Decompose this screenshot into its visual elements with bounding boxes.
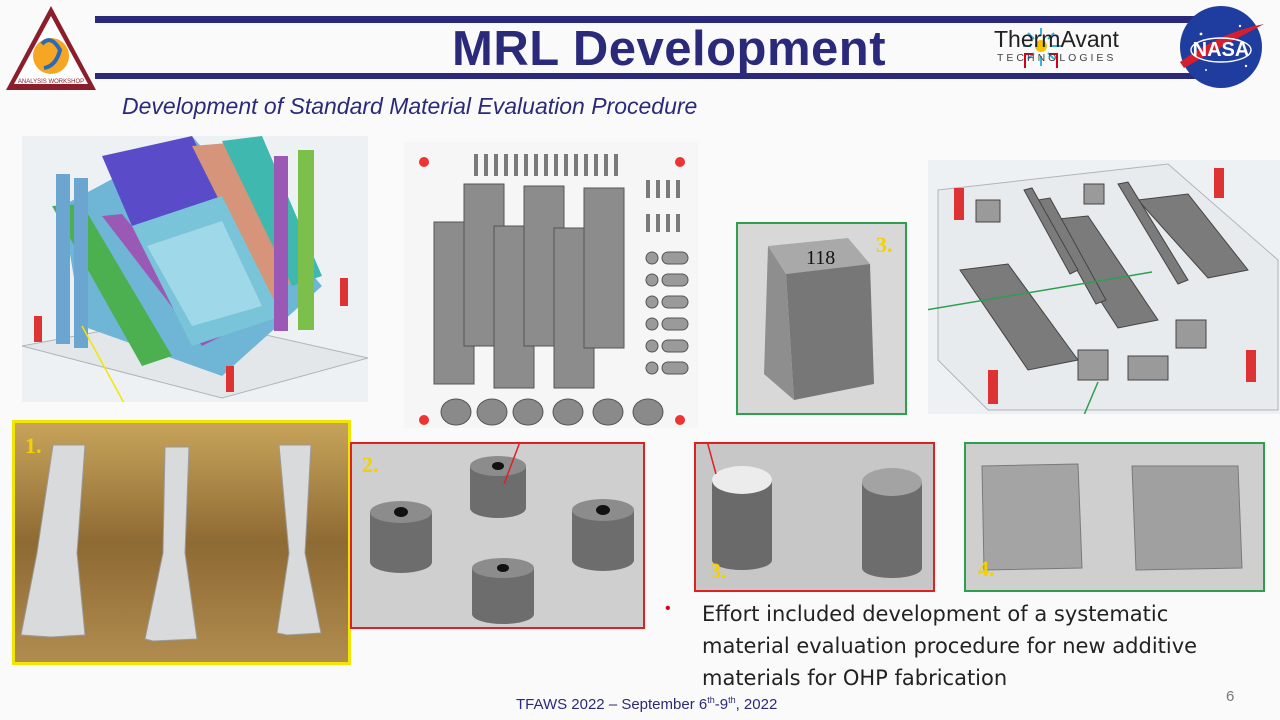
slide-subtitle: Development of Standard Material Evaluat… [122,93,698,119]
photo-printed-cube: 118 3. [736,222,907,415]
cad-build-plate-image-1 [22,136,368,402]
panel-3a-label: 3. [876,232,893,257]
photo-cylinder-pair: 3. [694,442,935,592]
panel-2-label: 2. [362,452,379,477]
slide-title: MRL Development [452,22,887,76]
nasa-logo-icon: NASA [1180,6,1264,88]
photo-cylinder-samples: 2. [350,442,645,629]
bullet-icon: • [665,600,671,617]
thermavant-name: ThermAvant [994,26,1119,52]
photo-flat-plates: 4. [964,442,1265,592]
tfaws-logo-icon: ANALYSIS WORKSHOP [6,6,96,90]
page-number: 6 [1226,688,1235,705]
photo-tensile-specimens: 1. [12,420,351,665]
header-bar-bottom [95,73,1200,79]
panel-4-label: 4. [978,556,995,581]
svg-text:118: 118 [806,247,835,269]
thermavant-sub: TECHNOLOGIES [997,52,1117,64]
header-bar-top [95,16,1200,23]
footer: TFAWS 2022 – September 6th-9th, 2022 [516,695,778,713]
cad-top-view-layout [404,142,698,428]
svg-text:NASA: NASA [1193,39,1250,61]
panel-3b-label: 3. [710,558,727,583]
svg-text:ANALYSIS WORKSHOP: ANALYSIS WORKSHOP [18,79,84,85]
cad-build-plate-image-2 [928,160,1280,414]
bullet-text: Effort included development of a systema… [702,602,1198,690]
panel-1-label: 1. [25,433,42,458]
thermavant-logo-icon [1023,28,1061,68]
